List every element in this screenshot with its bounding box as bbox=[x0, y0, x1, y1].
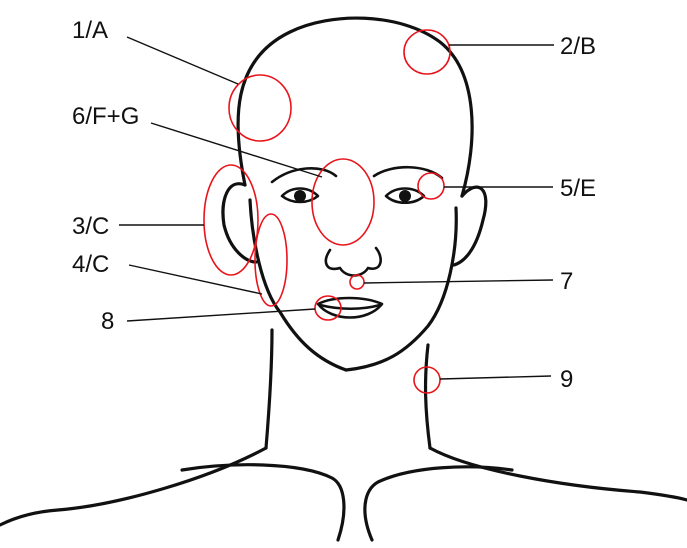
leader-lines bbox=[119, 37, 554, 379]
head-outline bbox=[238, 18, 472, 196]
label-3: 3/C bbox=[72, 213, 109, 240]
leader-line-7 bbox=[364, 280, 553, 283]
neck-right bbox=[426, 345, 430, 448]
right-jaw bbox=[346, 208, 456, 370]
leader-line-6 bbox=[151, 123, 322, 177]
right-shoulder bbox=[430, 448, 687, 500]
label-6: 6/F+G bbox=[72, 103, 139, 130]
region-labels: 1/A 2/B 3/C 4/C 5/E 6/F+G 7 8 9 bbox=[72, 17, 596, 393]
figure-drawing bbox=[0, 18, 687, 540]
right-pupil bbox=[399, 190, 411, 202]
left-jaw bbox=[250, 200, 346, 370]
region-marker-7 bbox=[350, 275, 364, 289]
leader-line-1 bbox=[127, 37, 238, 84]
mouth-line bbox=[320, 305, 380, 309]
region-marker-5 bbox=[418, 173, 444, 199]
region-marker-2 bbox=[404, 30, 450, 74]
left-shoulder bbox=[0, 448, 266, 525]
label-9: 9 bbox=[560, 366, 573, 393]
region-marker-3 bbox=[204, 165, 258, 275]
leader-line-9 bbox=[440, 376, 551, 379]
right-ear bbox=[454, 187, 486, 265]
left-pupil bbox=[294, 190, 306, 202]
region-markers bbox=[204, 30, 450, 393]
leader-line-8 bbox=[127, 309, 315, 321]
left-eyebrow bbox=[272, 168, 336, 182]
label-5: 5/E bbox=[560, 175, 596, 202]
label-2: 2/B bbox=[560, 33, 596, 60]
label-4: 4/C bbox=[72, 251, 109, 278]
nose bbox=[326, 248, 381, 276]
label-8: 8 bbox=[101, 308, 114, 335]
region-marker-6 bbox=[312, 159, 374, 245]
label-7: 7 bbox=[560, 268, 573, 295]
label-1: 1/A bbox=[72, 17, 108, 44]
neck-left bbox=[266, 330, 272, 448]
right-collarbone bbox=[365, 467, 512, 540]
